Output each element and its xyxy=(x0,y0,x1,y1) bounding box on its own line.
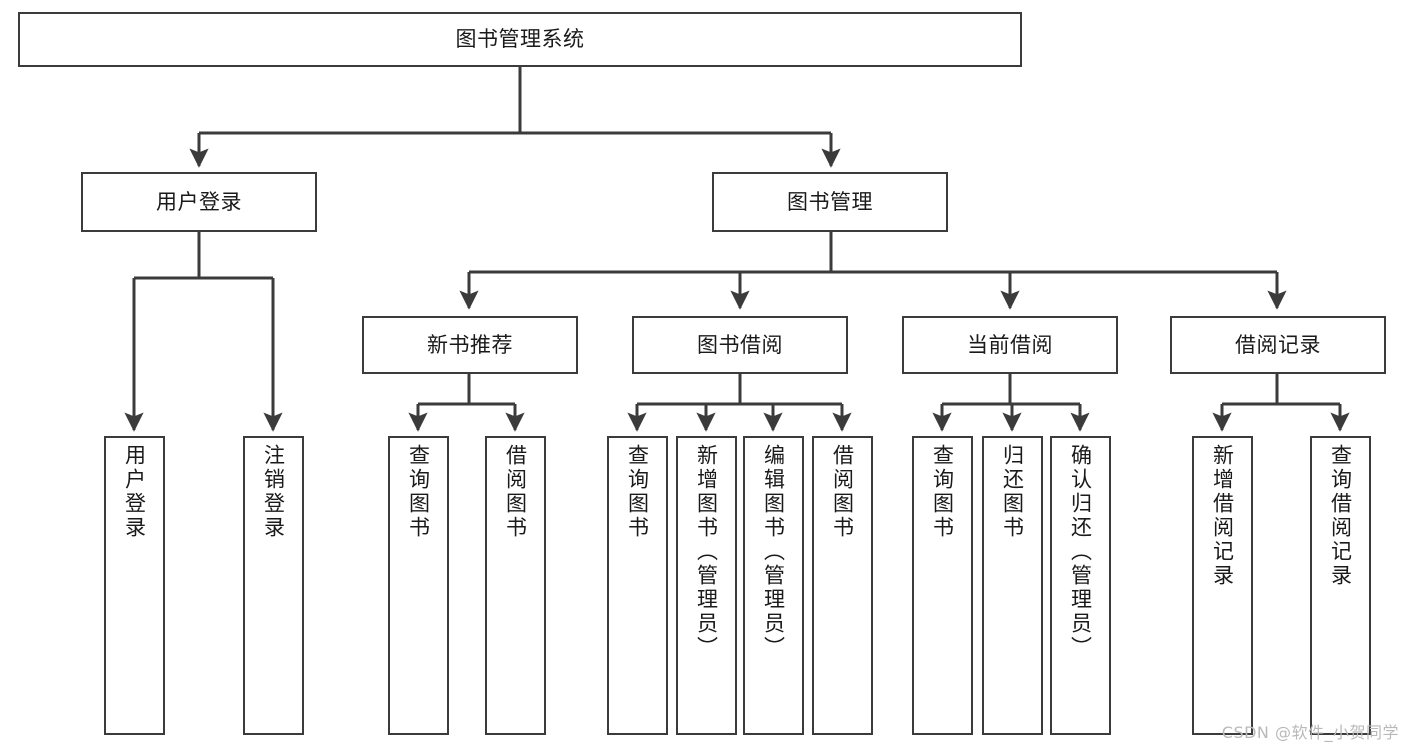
node-leaf-borrow-book-1-label: 借阅图书 xyxy=(503,444,528,540)
node-user-login-label: 用户登录 xyxy=(156,189,242,214)
node-leaf-borrow-book-2[interactable]: 借阅图书 xyxy=(812,436,873,735)
node-book-manage-label: 图书管理 xyxy=(787,189,873,214)
node-leaf-add-record-label: 新增借阅记录 xyxy=(1210,444,1235,588)
node-leaf-query-book-3[interactable]: 查询图书 xyxy=(912,436,973,735)
node-leaf-logout-label: 注销登录 xyxy=(261,444,286,540)
node-new-book-recommend[interactable]: 新书推荐 xyxy=(362,316,578,374)
node-current-borrow-label: 当前借阅 xyxy=(967,332,1053,357)
node-leaf-add-record[interactable]: 新增借阅记录 xyxy=(1192,436,1253,735)
node-leaf-edit-book[interactable]: 编辑图书（管理员） xyxy=(743,436,804,735)
node-leaf-confirm-return-label: 确认归还（管理员） xyxy=(1068,444,1093,660)
node-book-manage[interactable]: 图书管理 xyxy=(712,172,948,232)
node-book-borrow[interactable]: 图书借阅 xyxy=(632,316,848,374)
node-borrow-record[interactable]: 借阅记录 xyxy=(1170,316,1386,374)
node-leaf-query-book-2-label: 查询图书 xyxy=(625,444,650,540)
node-root-label: 图书管理系统 xyxy=(455,27,585,52)
node-leaf-query-book-2[interactable]: 查询图书 xyxy=(607,436,668,735)
node-leaf-query-book-1-label: 查询图书 xyxy=(406,444,431,540)
node-leaf-query-record[interactable]: 查询借阅记录 xyxy=(1310,436,1371,735)
node-leaf-user-login[interactable]: 用户登录 xyxy=(104,436,165,735)
node-leaf-return-book[interactable]: 归还图书 xyxy=(982,436,1043,735)
node-user-login[interactable]: 用户登录 xyxy=(81,172,317,232)
node-borrow-record-label: 借阅记录 xyxy=(1235,332,1321,357)
node-new-book-recommend-label: 新书推荐 xyxy=(427,332,513,357)
node-leaf-logout[interactable]: 注销登录 xyxy=(243,436,304,735)
node-leaf-edit-book-label: 编辑图书（管理员） xyxy=(761,444,786,660)
node-leaf-user-login-label: 用户登录 xyxy=(122,444,147,540)
node-current-borrow[interactable]: 当前借阅 xyxy=(902,316,1118,374)
node-leaf-confirm-return[interactable]: 确认归还（管理员） xyxy=(1050,436,1111,735)
node-root[interactable]: 图书管理系统 xyxy=(18,12,1022,67)
node-leaf-borrow-book-1[interactable]: 借阅图书 xyxy=(485,436,546,735)
node-leaf-query-record-label: 查询借阅记录 xyxy=(1328,444,1353,588)
node-leaf-query-book-3-label: 查询图书 xyxy=(930,444,955,540)
node-leaf-add-book-label: 新增图书（管理员） xyxy=(694,444,719,660)
node-leaf-borrow-book-2-label: 借阅图书 xyxy=(830,444,855,540)
node-leaf-query-book-1[interactable]: 查询图书 xyxy=(388,436,449,735)
node-book-borrow-label: 图书借阅 xyxy=(697,332,783,357)
node-leaf-return-book-label: 归还图书 xyxy=(1000,444,1025,540)
node-leaf-add-book[interactable]: 新增图书（管理员） xyxy=(676,436,737,735)
